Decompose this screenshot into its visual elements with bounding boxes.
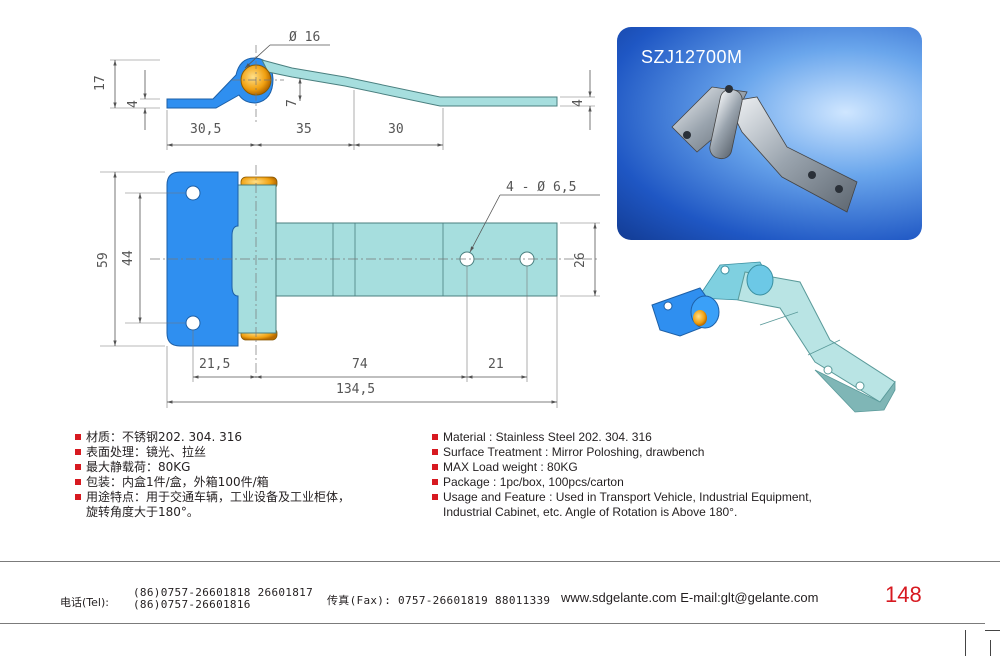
spec-usage-en-cont: Industrial Cabinet, etc. Angle of Rotati… <box>443 505 738 519</box>
page-number: 148 <box>885 582 922 607</box>
dim-26: 26 <box>573 252 588 268</box>
dim-4-right: 4 <box>571 99 586 107</box>
tel-numbers: (86)0757-26601818 26601817 (86)0757-2660… <box>133 587 313 611</box>
dim-44: 44 <box>121 250 136 266</box>
technical-drawing: Ø 16 17 4 7 4 30,5 35 30 <box>93 30 896 413</box>
dim-diameter: Ø 16 <box>289 30 320 45</box>
footer-divider-bottom <box>0 623 985 624</box>
hole <box>185 185 201 201</box>
side-long-leaf <box>261 59 558 107</box>
spec-package-en: Package : 1pc/box, 100pcs/carton <box>432 475 872 490</box>
hinge-3d-render <box>651 261 896 413</box>
side-view: Ø 16 17 4 7 4 30,5 35 30 <box>93 30 595 150</box>
spec-material-en: Material : Stainless Steel 202. 304. 316 <box>432 430 872 445</box>
specs-english: Material : Stainless Steel 202. 304. 316… <box>432 430 872 520</box>
front-long-leaf <box>231 222 558 297</box>
dim-7: 7 <box>285 99 300 107</box>
dim-74: 74 <box>352 357 368 372</box>
spec-surface-en: Surface Treatment : Mirror Poloshing, dr… <box>432 445 872 460</box>
dim-21-5: 21,5 <box>199 357 230 372</box>
crop-mark <box>990 640 991 656</box>
dim-35: 35 <box>296 122 312 137</box>
spec-usage-cn-cont: 旋转角度大于180°。 <box>86 505 199 519</box>
footer-divider-top <box>0 561 1000 562</box>
crop-mark <box>965 630 966 656</box>
tel-label: 电话(Tel): <box>60 596 109 609</box>
dim-59: 59 <box>96 252 111 268</box>
website-link[interactable]: www.sdgelante.com <box>561 590 677 605</box>
spec-usage-cn: 用途特点：用于交通车辆，工业设备及工业柜体， <box>75 490 405 505</box>
tel-line-1: (86)0757-26601818 26601817 <box>133 586 313 599</box>
spec-usage-en: Usage and Feature : Used in Transport Ve… <box>432 490 872 505</box>
fax-number: 传真(Fax): 0757-26601819 88011339 <box>327 594 551 607</box>
spec-load-cn: 最大静载荷：80KG <box>75 460 405 475</box>
email-link[interactable]: E-mail:glt@gelante.com <box>680 590 819 605</box>
product-model: SZJ12700M <box>641 47 743 67</box>
dim-30: 30 <box>388 122 404 137</box>
spec-surface-cn: 表面处理：镜光、拉丝 <box>75 445 405 460</box>
website-email: www.sdgelante.com E-mail:glt@gelante.com <box>561 590 818 605</box>
tel-line-2: (86)0757-26601816 <box>133 598 251 611</box>
hinge-photo-graphic <box>671 85 858 213</box>
hole <box>185 315 201 331</box>
specs-chinese: 材质：不锈钢202. 304. 316 表面处理：镜光、拉丝 最大静载荷：80K… <box>75 430 405 520</box>
dim-17: 17 <box>93 75 108 91</box>
spec-material-cn: 材质：不锈钢202. 304. 316 <box>75 430 405 445</box>
dim-21: 21 <box>488 357 504 372</box>
spec-load-en: MAX Load weight : 80KG <box>432 460 872 475</box>
dim-4-left: 4 <box>126 100 141 108</box>
spec-package-cn: 包装：内盒1件/盒，外箱100件/箱 <box>75 475 405 490</box>
front-view: 4 - Ø 6,5 59 44 26 21,5 74 21 134,5 <box>96 165 600 408</box>
dim-30-5: 30,5 <box>190 122 221 137</box>
dim-134-5: 134,5 <box>336 382 375 397</box>
product-photo: SZJ12700M <box>617 27 922 240</box>
crop-mark <box>985 630 1000 631</box>
front-blue-leaf <box>166 171 239 347</box>
dim-holes: 4 - Ø 6,5 <box>506 180 576 195</box>
